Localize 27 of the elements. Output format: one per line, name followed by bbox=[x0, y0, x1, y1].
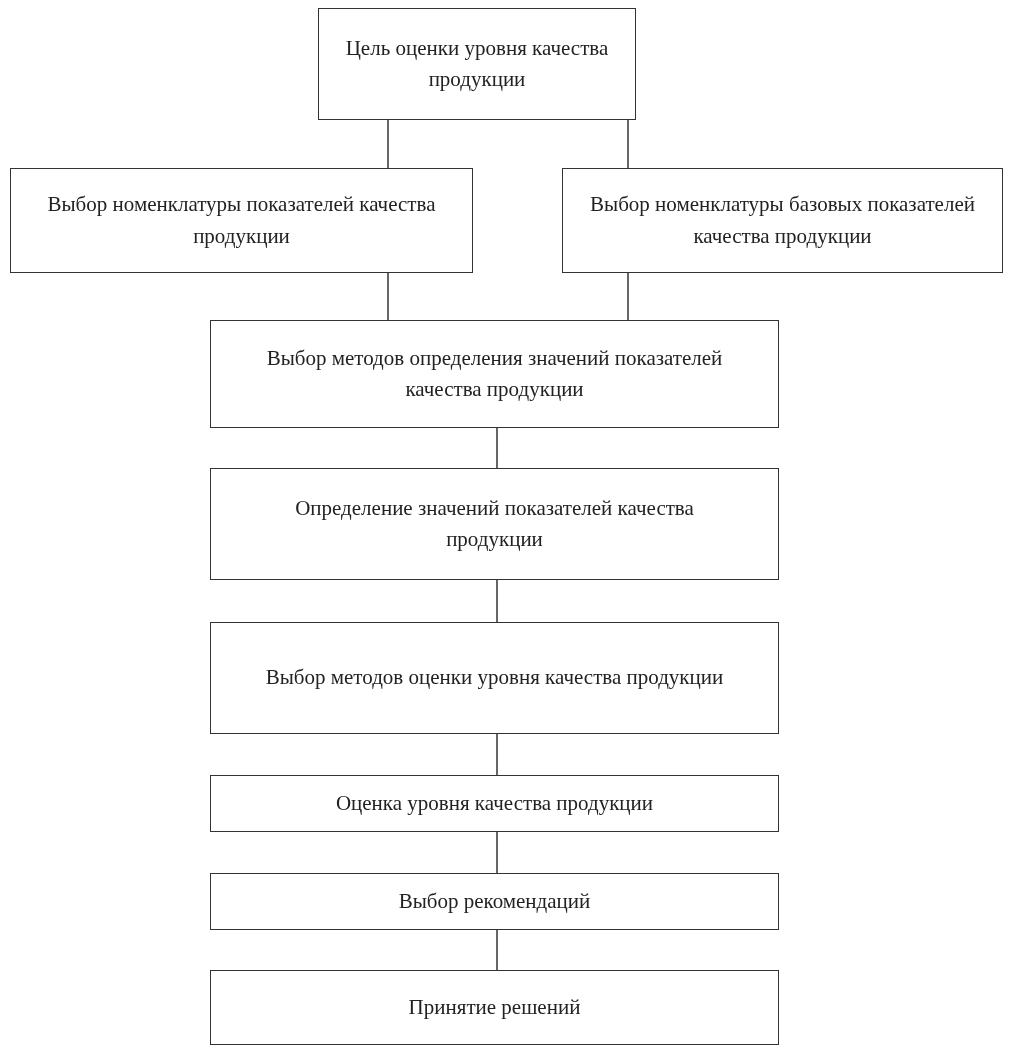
connector-line bbox=[387, 272, 389, 321]
process-box bbox=[210, 468, 779, 580]
box-text: Выбор методов определения значений показателей качества продукции bbox=[265, 344, 724, 403]
connector-line bbox=[496, 929, 498, 971]
process-box bbox=[318, 8, 636, 120]
box-text: Выбор методов оценки уровня качества продукции bbox=[265, 664, 724, 692]
process-box bbox=[562, 168, 1003, 273]
connector-line bbox=[496, 579, 498, 623]
box-text: Определение значений показателей качества продукции bbox=[294, 494, 695, 553]
box-text: Выбор номенклатуры показателей качества продукции bbox=[46, 191, 437, 250]
process-box bbox=[210, 320, 779, 428]
process-box bbox=[210, 775, 779, 832]
process-box bbox=[10, 168, 473, 273]
connector-line bbox=[496, 733, 498, 776]
process-box bbox=[210, 622, 779, 734]
process-box bbox=[210, 873, 779, 930]
box-text: Выбор номенклатуры базовых показателей качества продукции bbox=[589, 191, 976, 250]
connector-line bbox=[627, 119, 629, 169]
connector-line bbox=[496, 427, 498, 469]
connector-line bbox=[496, 831, 498, 874]
box-text: Выбор рекомендаций bbox=[398, 887, 591, 915]
box-text: Цель оценки уровня качества продукции bbox=[344, 34, 610, 93]
box-text: Принятие решений bbox=[408, 993, 581, 1021]
process-box bbox=[210, 970, 779, 1045]
box-text: Оценка уровня качества продукции bbox=[335, 789, 654, 817]
connector-line bbox=[387, 119, 389, 169]
connector-line bbox=[627, 272, 629, 321]
